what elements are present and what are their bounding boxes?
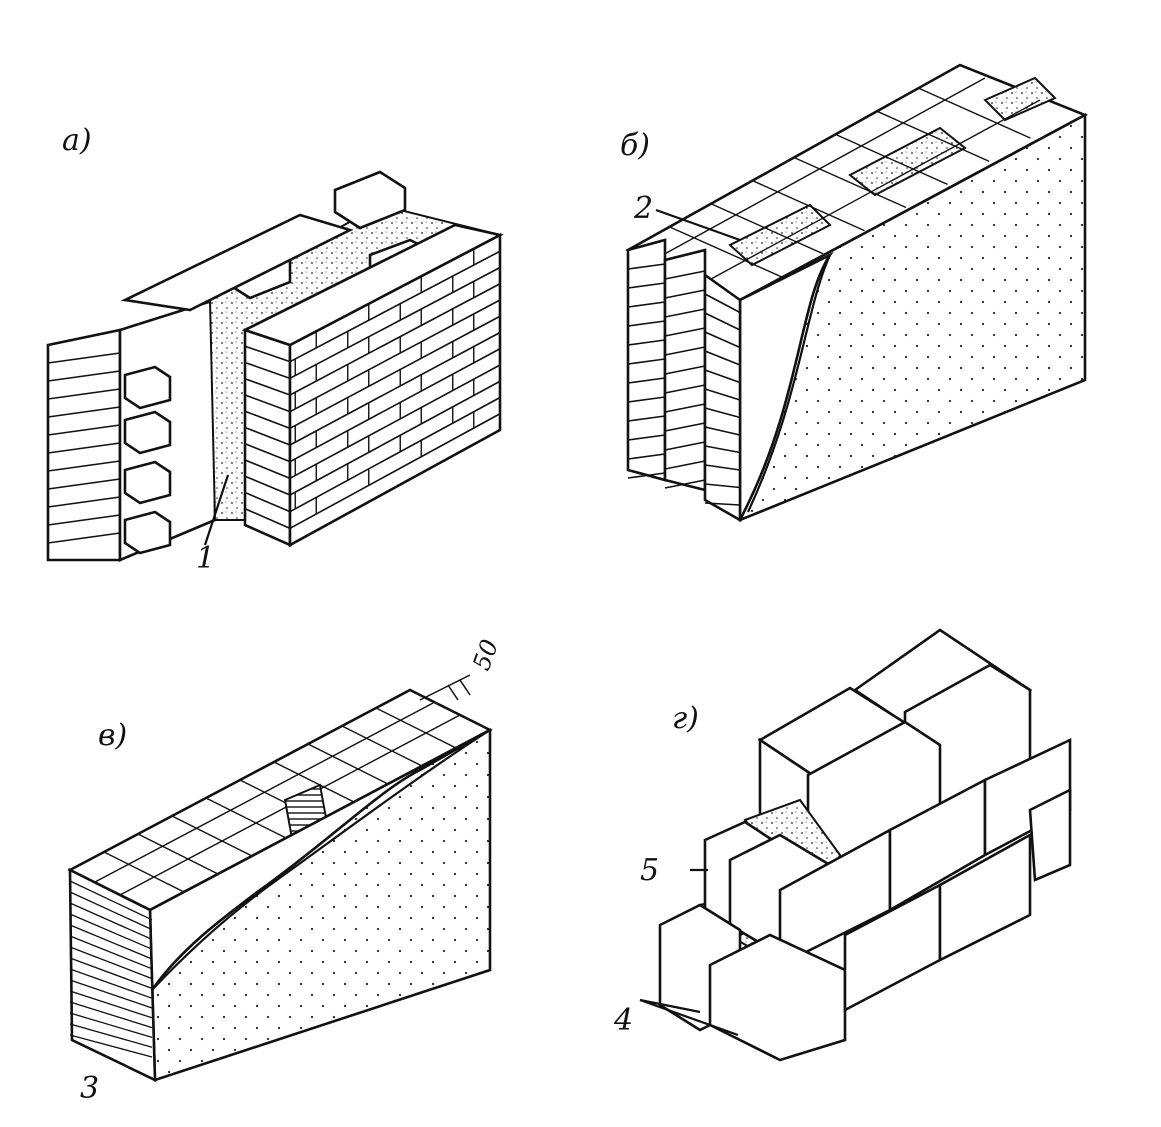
panel-a-callout-line [203,474,230,546]
panel-b-insulation-2 [848,126,967,197]
panel-a-callout: 1 [196,541,215,576]
panel-g-middle-blocks [703,737,1072,968]
panel-a-letter: а) [62,123,92,158]
panel-b-brick-cut [738,251,834,521]
panel-a-right-wall [241,223,504,548]
panel-g-top-blocks [757,628,1033,873]
panel-b-insulation-3 [983,76,1057,122]
panel-g-letter: г) [672,701,699,736]
panel-v: в) 50 3 [67,636,504,1106]
panel-v-dimension: 50 [419,636,504,701]
panel-b-brick-ends [626,238,742,523]
panel-b-callout-line [655,208,741,242]
panel-b-letter: б) [620,128,650,163]
panel-a-stepped-bricks [123,365,172,555]
panel-b: б) 2 [620,63,1089,523]
panel-a: а) 1 [46,123,504,576]
panel-b-callout: 2 [633,191,653,226]
panel-v-letter: в) [98,718,127,753]
panel-v-callout: 3 [80,1071,99,1106]
panel-v-dimension-value: 50 [467,636,504,674]
panel-g: г) 5 4 [613,628,1072,1062]
panel-g-callout-4-line-2 [639,998,739,1037]
panel-g-callout-4-line-1 [639,998,701,1014]
panel-g-callout-5: 5 [640,853,659,888]
panel-g-callout-4: 4 [613,1003,633,1038]
